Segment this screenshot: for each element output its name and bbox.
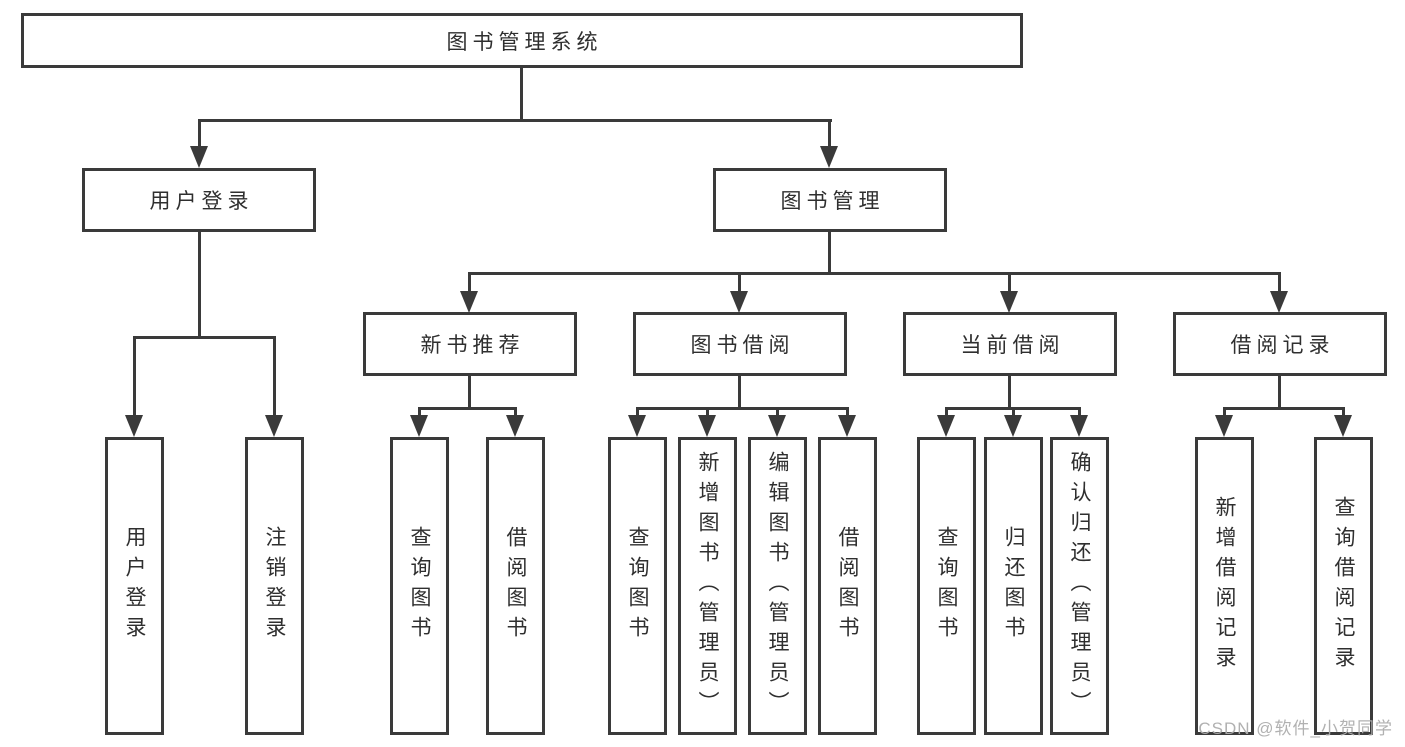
leaf-query-books-current: 查询图书: [917, 437, 976, 735]
arrow-down-icon: [1334, 415, 1352, 437]
node-user-login: 用户登录: [82, 168, 316, 232]
connector-line: [1078, 407, 1081, 418]
leaf-label: 新增借阅记录: [1213, 496, 1236, 676]
leaf-user-login: 用户登录: [105, 437, 164, 735]
leaf-query-borrow-record: 查询借阅记录: [1314, 437, 1373, 735]
leaf-add-borrow-record: 新增借阅记录: [1195, 437, 1254, 735]
arrow-down-icon: [820, 146, 838, 168]
arrow-down-icon: [1070, 415, 1088, 437]
connector-line: [520, 68, 523, 122]
connector-line: [198, 119, 832, 122]
connector-line: [198, 119, 201, 149]
node-current-borrowing-label: 当前借阅: [960, 334, 1065, 357]
connector-line: [706, 407, 709, 418]
node-borrowing-records-label: 借阅记录: [1230, 334, 1335, 357]
connector-line: [846, 407, 849, 418]
arrow-down-icon: [698, 415, 716, 437]
arrow-down-icon: [838, 415, 856, 437]
leaf-label: 查询图书: [408, 526, 431, 646]
connector-line: [738, 376, 741, 410]
leaf-label: 编辑图书（管理员）: [766, 451, 789, 721]
connector-line: [1223, 407, 1344, 410]
connector-line: [738, 272, 741, 294]
node-book-management: 图书管理: [713, 168, 947, 232]
connector-line: [468, 272, 1281, 275]
connector-line: [636, 407, 848, 410]
connector-line: [418, 407, 517, 410]
leaf-edit-book-admin: 编辑图书（管理员）: [748, 437, 807, 735]
node-book-management-label: 图书管理: [780, 190, 885, 213]
connector-line: [418, 407, 421, 418]
connector-line: [514, 407, 517, 418]
arrow-down-icon: [628, 415, 646, 437]
leaf-confirm-return-admin: 确认归还（管理员）: [1050, 437, 1109, 735]
node-current-borrowing: 当前借阅: [903, 312, 1117, 376]
node-root: 图书管理系统: [21, 13, 1023, 68]
arrow-down-icon: [768, 415, 786, 437]
arrow-down-icon: [1215, 415, 1233, 437]
node-root-label: 图书管理系统: [446, 30, 603, 54]
connector-line: [828, 232, 831, 275]
leaf-label: 注销登录: [263, 526, 286, 646]
leaf-label: 查询借阅记录: [1332, 496, 1355, 676]
leaf-borrow-books-recommend: 借阅图书: [486, 437, 545, 735]
leaf-return-books: 归还图书: [984, 437, 1043, 735]
arrow-down-icon: [937, 415, 955, 437]
node-book-borrowing: 图书借阅: [633, 312, 847, 376]
node-new-book-recommend-label: 新书推荐: [420, 334, 525, 357]
arrow-down-icon: [1270, 291, 1288, 313]
leaf-logout: 注销登录: [245, 437, 304, 735]
node-borrowing-records: 借阅记录: [1173, 312, 1387, 376]
node-new-book-recommend: 新书推荐: [363, 312, 577, 376]
arrow-down-icon: [1004, 415, 1022, 437]
connector-line: [198, 232, 201, 339]
connector-line: [468, 272, 471, 294]
leaf-query-books-borrowing: 查询图书: [608, 437, 667, 735]
arrow-down-icon: [410, 415, 428, 437]
connector-line: [133, 336, 276, 339]
connector-line: [468, 376, 471, 410]
node-book-borrowing-label: 图书借阅: [690, 334, 795, 357]
node-user-login-label: 用户登录: [149, 190, 254, 213]
leaf-query-books-recommend: 查询图书: [390, 437, 449, 735]
leaf-label: 查询图书: [935, 526, 958, 646]
leaf-label: 归还图书: [1002, 526, 1025, 646]
arrow-down-icon: [730, 291, 748, 313]
leaf-borrow-books-borrowing: 借阅图书: [818, 437, 877, 735]
arrow-down-icon: [265, 415, 283, 437]
leaf-label: 借阅图书: [504, 526, 527, 646]
leaf-label: 用户登录: [123, 526, 146, 646]
connector-line: [1342, 407, 1345, 418]
connector-line: [828, 119, 831, 149]
connector-line: [1278, 272, 1281, 294]
leaf-add-book-admin: 新增图书（管理员）: [678, 437, 737, 735]
csdn-watermark: CSDN @软件_小贺同学: [1198, 719, 1393, 738]
arrow-down-icon: [1000, 291, 1018, 313]
connector-line: [636, 407, 639, 418]
connector-line: [1008, 376, 1011, 410]
leaf-label: 确认归还（管理员）: [1068, 451, 1091, 721]
connector-line: [945, 407, 948, 418]
arrow-down-icon: [460, 291, 478, 313]
connector-line: [273, 336, 276, 417]
connector-line: [776, 407, 779, 418]
connector-line: [1278, 376, 1281, 410]
arrow-down-icon: [190, 146, 208, 168]
connector-line: [1008, 272, 1011, 294]
leaf-label: 新增图书（管理员）: [696, 451, 719, 721]
connector-line: [133, 336, 136, 417]
arrow-down-icon: [506, 415, 524, 437]
connector-line: [1012, 407, 1015, 418]
arrow-down-icon: [125, 415, 143, 437]
leaf-label: 借阅图书: [836, 526, 859, 646]
connector-line: [1223, 407, 1226, 418]
leaf-label: 查询图书: [626, 526, 649, 646]
